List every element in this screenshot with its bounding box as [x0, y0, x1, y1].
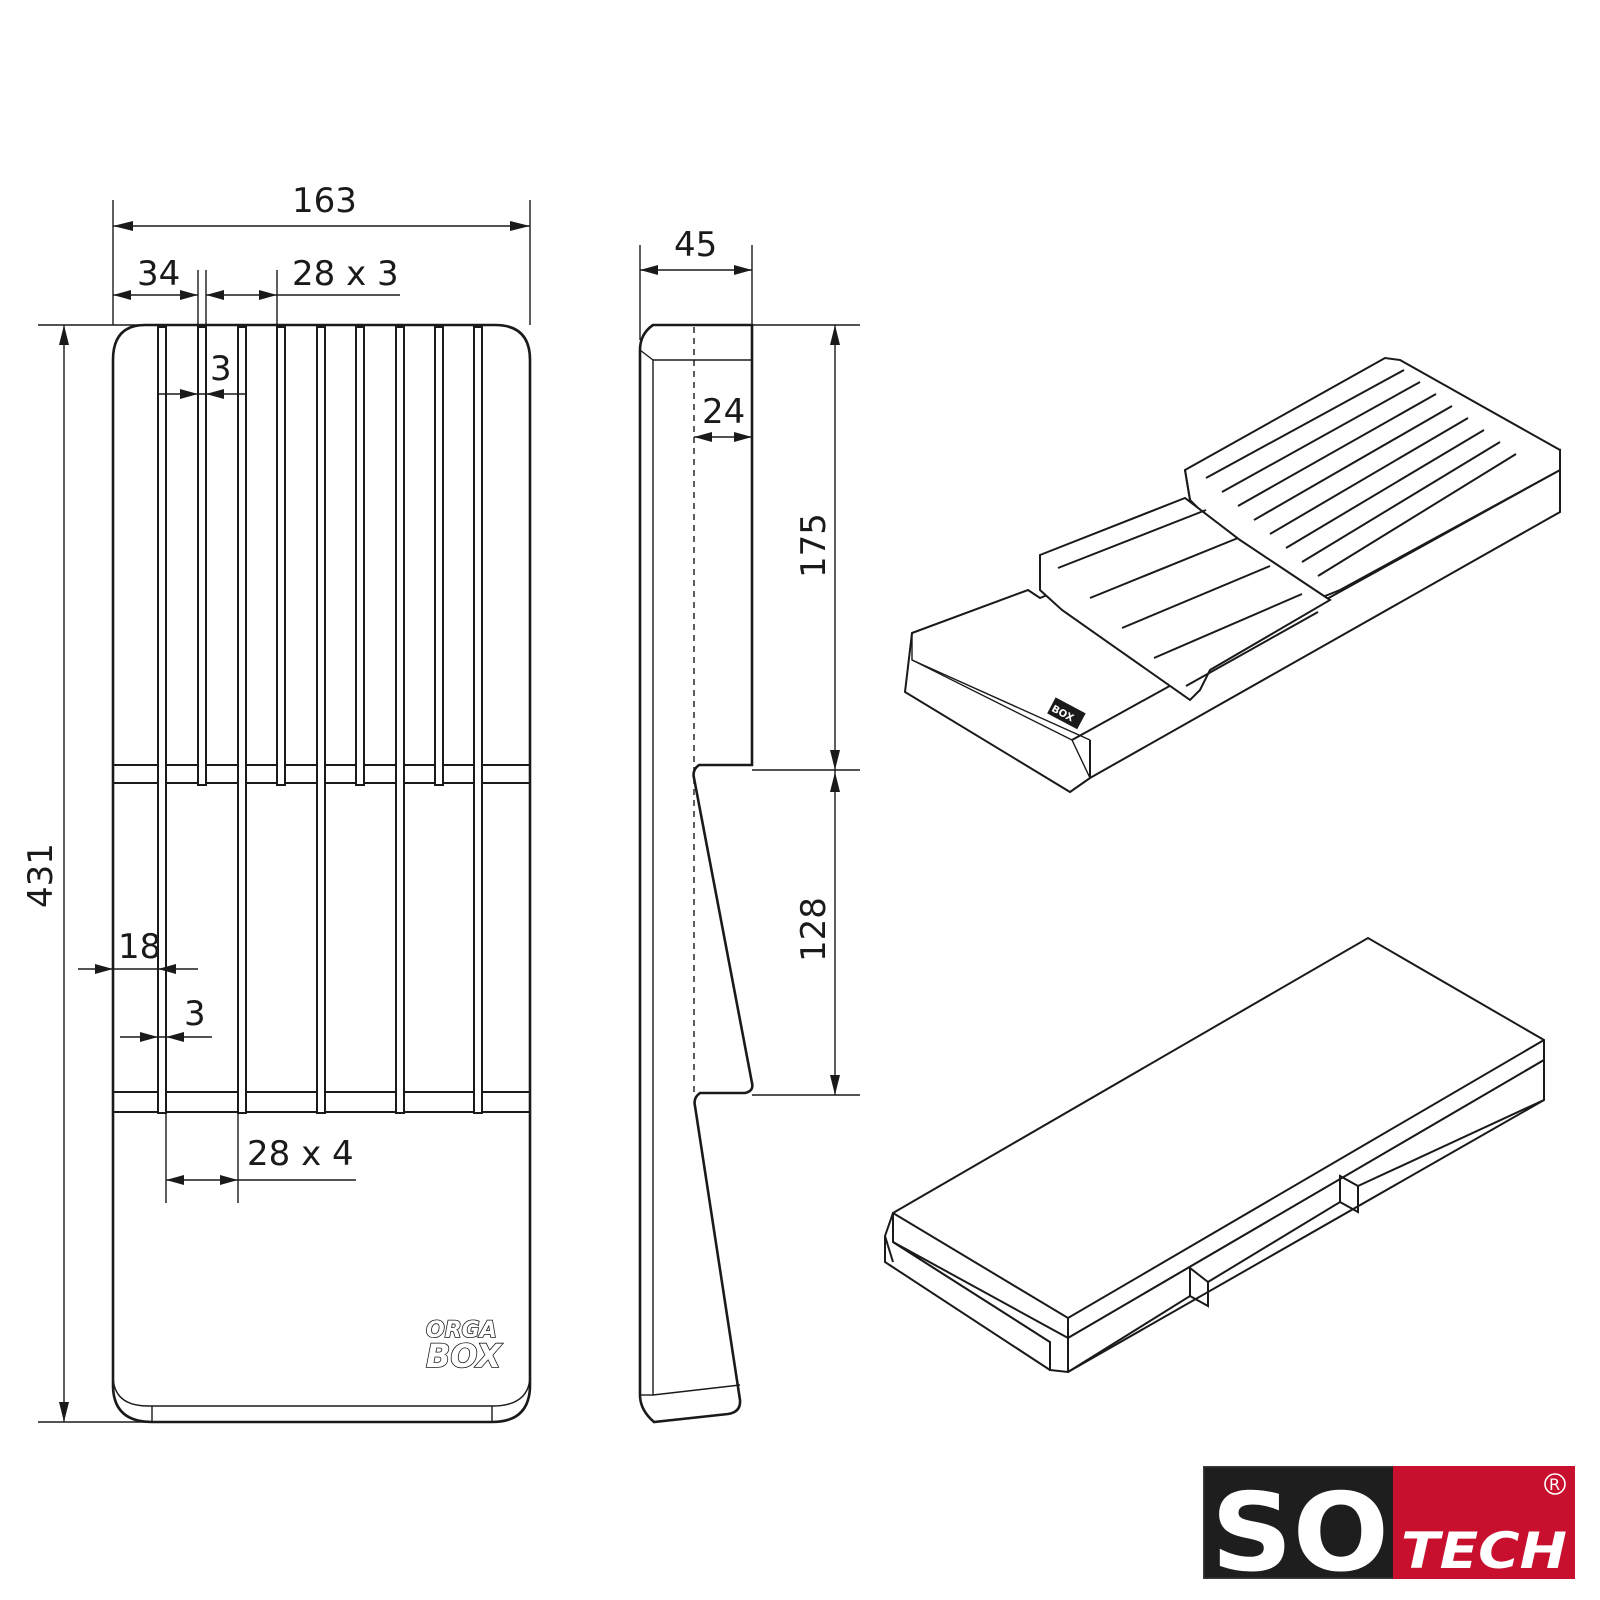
- sotech-logo: SO TECH R: [1203, 1466, 1575, 1579]
- side-view-outline: [638, 323, 754, 1424]
- front-view-short-slots: [197, 326, 444, 786]
- svg-text:BOX: BOX: [426, 1337, 502, 1375]
- dim-overall-width: 163: [292, 181, 357, 221]
- dim-upper-length: 175: [794, 513, 834, 578]
- front-view-dimensions: 163 34 28 x 3 3 431 18 3: [21, 181, 531, 1423]
- iso-bottom-side-face: [892, 1058, 1545, 1374]
- dim-side-depth: 24: [702, 392, 745, 432]
- dim-side-width: 45: [674, 225, 717, 265]
- dim-bottom-pitch: 28 x 4: [247, 1134, 354, 1174]
- sotech-logo-so: SO: [1211, 1471, 1389, 1579]
- registered-mark-icon: [1544, 1473, 1566, 1495]
- dim-bottom-slot: 3: [184, 994, 206, 1034]
- isometric-top-view: BOX: [903, 356, 1561, 794]
- dim-lower-length: 128: [794, 897, 834, 962]
- dim-first-offset: 34: [137, 254, 180, 294]
- iso-bottom-notches: [1067, 1099, 1545, 1373]
- front-view: ORGA BOX: [111, 323, 532, 1424]
- dim-top-pitch: 28 x 3: [292, 254, 399, 294]
- orgabox-logo: ORGA BOX: [425, 1317, 503, 1376]
- front-view-long-slots: [157, 326, 483, 1114]
- dim-overall-length: 431: [21, 843, 61, 908]
- front-view-bottom-edge: [112, 1374, 531, 1407]
- registered-mark-letter: R: [1549, 1475, 1560, 1494]
- iso-top-upper-grooves: [1205, 369, 1517, 577]
- sotech-logo-tech: TECH: [1401, 1522, 1567, 1579]
- svg-text:ORGA: ORGA: [426, 1318, 497, 1343]
- iso-top-lower-block: [1039, 496, 1332, 702]
- dim-top-slot: 3: [210, 349, 232, 389]
- dim-bottom-offset: 18: [118, 927, 161, 967]
- iso-top-lower-grooves: [1057, 509, 1319, 687]
- side-view-dimensions: 45 24 175 128: [639, 225, 860, 1096]
- side-view: [638, 323, 754, 1424]
- isometric-bottom-view: [883, 936, 1545, 1374]
